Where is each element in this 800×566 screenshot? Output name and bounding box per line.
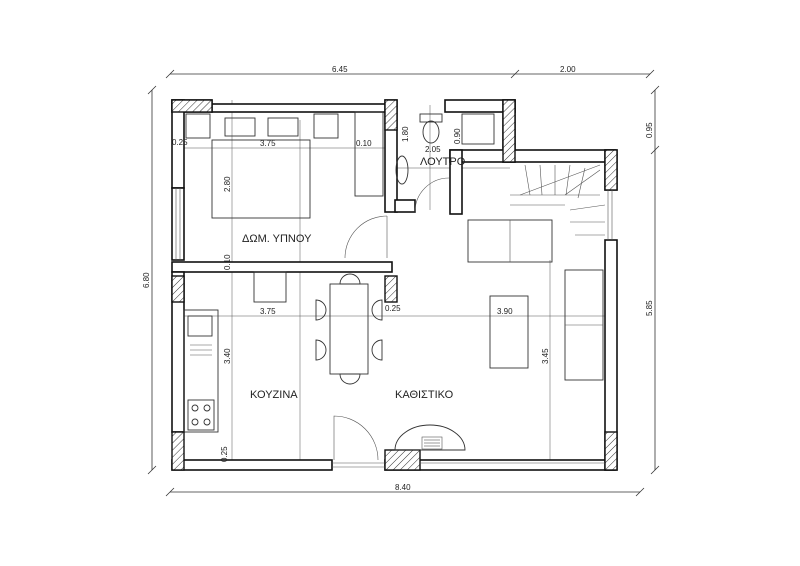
dim-kitchen-w: 3.75 bbox=[260, 307, 276, 316]
dim-bath-h2: 0.90 bbox=[453, 128, 462, 144]
bathroom-door bbox=[414, 177, 450, 213]
dim-wall-b: 0.10 bbox=[356, 139, 372, 148]
kitchen-counter bbox=[183, 309, 219, 433]
dim-wall-a: 0.25 bbox=[172, 138, 188, 147]
dim-bath-h1: 1.80 bbox=[401, 126, 410, 142]
dim-living-h: 3.45 bbox=[541, 348, 550, 364]
dim-mid-wall: 0.10 bbox=[223, 254, 232, 270]
wardrobe bbox=[354, 111, 384, 197]
dim-top-right: 2.00 bbox=[560, 65, 576, 74]
bedroom-door bbox=[344, 215, 388, 259]
bed bbox=[211, 139, 311, 219]
kitchen-sink bbox=[187, 315, 213, 337]
toilet-tank bbox=[419, 113, 443, 123]
fireplace bbox=[394, 424, 466, 451]
toilet bbox=[422, 120, 440, 144]
stove bbox=[187, 399, 215, 431]
entrance-door bbox=[333, 415, 379, 461]
dim-bed-height: 2.80 bbox=[223, 176, 232, 192]
dining-table bbox=[329, 283, 369, 375]
label-kitchen: ΚΟΥΖΙΝΑ bbox=[250, 389, 298, 401]
staircase bbox=[510, 164, 606, 236]
furniture bbox=[183, 111, 606, 461]
desk bbox=[253, 271, 287, 303]
dim-kitchen-h: 3.40 bbox=[223, 348, 232, 364]
dim-left: 6.80 bbox=[142, 272, 151, 288]
label-living: ΚΑΘΙΣΤΙΚΟ bbox=[395, 389, 454, 401]
sink bbox=[395, 155, 409, 185]
dim-right-main: 5.85 bbox=[645, 300, 654, 316]
dim-top-left: 6.45 bbox=[332, 65, 348, 74]
dimension-lines bbox=[147, 69, 660, 497]
dim-bath-w: 2.05 bbox=[425, 145, 441, 154]
dim-bottom: 8.40 bbox=[395, 483, 411, 492]
coffee-table bbox=[489, 295, 529, 369]
shower bbox=[461, 113, 495, 145]
dim-bottom-wall: 0.25 bbox=[220, 446, 229, 462]
dim-living-w: 3.90 bbox=[497, 307, 513, 316]
walls bbox=[171, 99, 618, 471]
label-bathroom: ΛΟΥΤΡΟ bbox=[420, 156, 466, 168]
label-bedroom: ΔΩΜ. ΥΠΝΟΥ bbox=[242, 233, 312, 245]
dim-bed-width: 3.75 bbox=[260, 139, 276, 148]
dim-right-top: 0.95 bbox=[645, 122, 654, 138]
dim-mid-pillar: 0.25 bbox=[385, 304, 401, 313]
